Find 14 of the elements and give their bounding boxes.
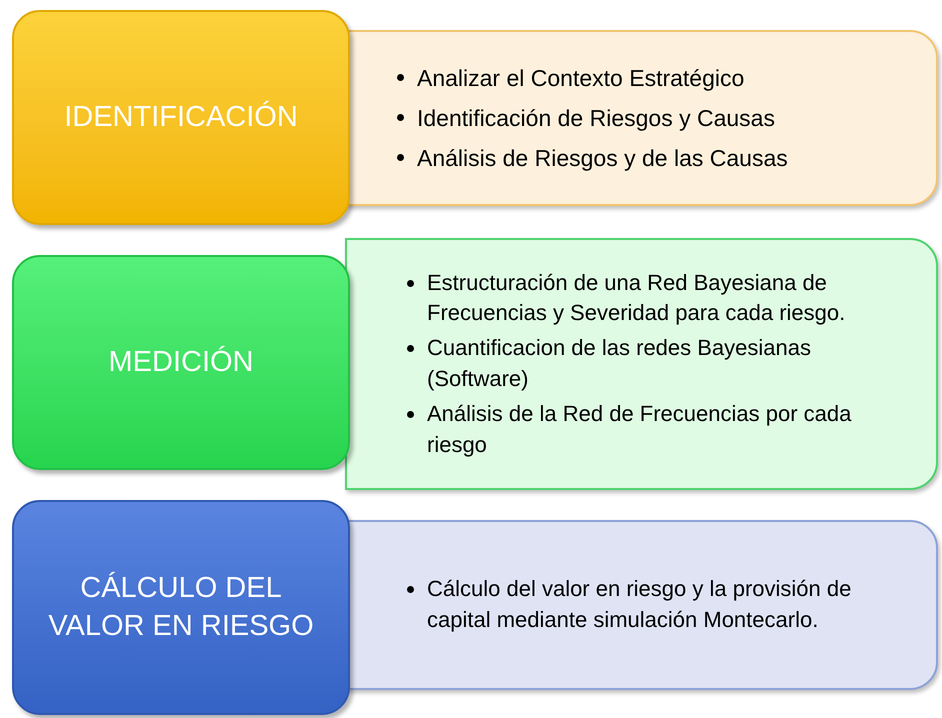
stage-title: IDENTIFICACIÓN <box>64 100 298 135</box>
detail-panel <box>345 238 938 490</box>
bullet-text: Estructuración de una Red Bayesiana de Frecuencias y Severidad para cada riesgo. <box>427 268 846 328</box>
bullet-text: Identificación de Riesgos y Causas <box>417 104 775 133</box>
bullet-text: Análisis de la Red de Frecuencias por cada riesgo <box>427 400 852 459</box>
bullet-text: Cuantificacion de las redes Bayesianas (Software) <box>427 334 812 393</box>
stage-title: MEDICIÓN <box>108 344 254 380</box>
bullet-text: Análisis de Riesgos y de las Causas <box>417 144 788 174</box>
stage-title: CÁLCULO DEL VALOR EN RIESGO <box>47 570 315 644</box>
stage-box <box>12 500 350 715</box>
bullet-text: Cálculo del valor en riesgo y la provisión de capital mediante simulación Montecarlo. <box>427 575 852 634</box>
bullet-text: Analizar el Contexto Estratégico <box>417 64 744 93</box>
stage-box <box>12 10 350 225</box>
stage-box <box>12 255 350 470</box>
